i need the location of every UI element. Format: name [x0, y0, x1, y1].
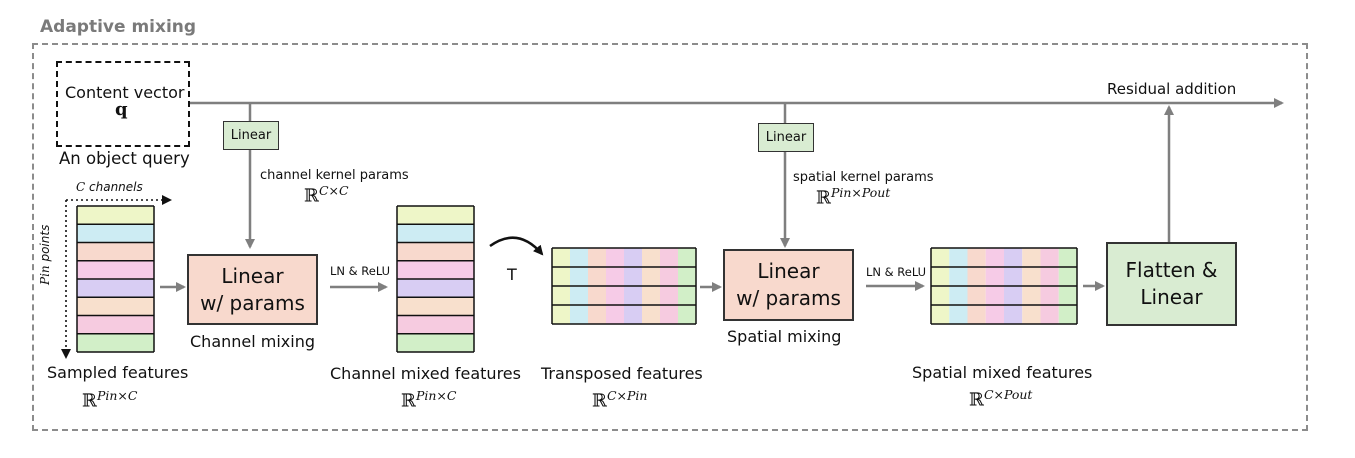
- channel-linear-params-line2: w/ params: [200, 290, 305, 315]
- channel-mixed-features-label: Channel mixed features: [330, 364, 521, 383]
- transposed-math-base: ℝ: [592, 390, 607, 412]
- channels-axis-label: C channels: [76, 180, 143, 194]
- channel-kernel-math-sup: C×C: [318, 183, 349, 198]
- spatial-kernel-math-sup: Pin×Pout: [830, 185, 891, 200]
- spatial-mixing-label: Spatial mixing: [727, 327, 842, 346]
- residual-addition-label: Residual addition: [1107, 80, 1237, 98]
- sampled-features-grid-row: [77, 206, 154, 225]
- flatten-line2: Linear: [1140, 285, 1203, 309]
- transposed-math-sup: C×Pin: [606, 388, 648, 403]
- spatial-mixed-features-label: Spatial mixed features: [912, 363, 1093, 382]
- content-vector-box: [56, 61, 190, 147]
- sampled-features-grid-row: [77, 242, 154, 261]
- transposed-features-math: ℝC×Pin: [592, 388, 647, 411]
- channel-mixed-grid-row: [397, 242, 474, 261]
- ln-relu-label-1: LN & ReLU: [330, 264, 391, 278]
- channel-linear-params-line1: Linear: [221, 263, 284, 288]
- channel-kernel-math: ℝC×C: [304, 183, 349, 206]
- spatial-linear-params-line2: w/ params: [736, 286, 841, 310]
- channel-mixed-math-sup: Pin×C: [415, 388, 457, 403]
- object-query-label: An object query: [59, 149, 190, 168]
- points-var: Pin: [38, 265, 52, 285]
- channel-mixed-grid-row: [397, 297, 474, 316]
- spatial-mixed-math-base: ℝ: [969, 389, 984, 411]
- sampled-features-math: ℝPin×C: [82, 388, 137, 411]
- spatial-linear-params-line1: Linear: [757, 259, 820, 283]
- spatial-linear-box: Linear: [758, 123, 814, 152]
- channel-linear-box: Linear: [223, 121, 279, 150]
- spatial-kernel-label: spatial kernel params: [793, 170, 934, 185]
- channels-var: C: [76, 180, 86, 194]
- points-axis-label: Pin points: [38, 225, 52, 285]
- channel-mixed-grid-row: [397, 279, 474, 298]
- channel-mixed-grid-row: [397, 224, 474, 243]
- channel-mixed-grid-row: [397, 333, 474, 352]
- flatten-linear-box: Flatten & Linear: [1106, 242, 1237, 326]
- channel-mixed-features-math: ℝPin×C: [401, 388, 456, 411]
- diagram-title: Adaptive mixing: [40, 17, 197, 37]
- channel-kernel-math-base: ℝ: [304, 185, 319, 207]
- sampled-features-grid-row: [77, 333, 154, 352]
- channel-mixed-math-base: ℝ: [401, 390, 416, 412]
- spatial-linear-label: Linear: [765, 130, 807, 145]
- channel-linear-params-box: Linear w/ params: [187, 254, 318, 325]
- spatial-mixed-features-math: ℝC×Pout: [969, 387, 1032, 410]
- channel-kernel-label: channel kernel params: [260, 168, 409, 183]
- sampled-features-grid-row: [77, 260, 154, 279]
- channel-mixed-grid-row: [397, 315, 474, 334]
- transposed-features-label: Transposed features: [541, 364, 703, 383]
- spatial-mixed-math-sup: C×Pout: [983, 387, 1033, 402]
- channel-linear-label: Linear: [230, 128, 272, 143]
- sampled-math-base: ℝ: [82, 390, 97, 412]
- sampled-features-grid-row: [77, 315, 154, 334]
- transpose-mark: T: [507, 265, 517, 284]
- spatial-linear-params-box: Linear w/ params: [723, 249, 854, 321]
- content-vector-label: Content vector: [65, 83, 185, 102]
- points-word: points: [38, 224, 52, 262]
- spatial-kernel-math-base: ℝ: [816, 187, 831, 209]
- flatten-line1: Flatten &: [1125, 258, 1218, 282]
- sampled-features-grid-row: [77, 279, 154, 298]
- spatial-kernel-math: ℝPin×Pout: [816, 185, 890, 208]
- sampled-features-label: Sampled features: [47, 363, 189, 382]
- adaptive-mixing-frame: [32, 43, 1308, 431]
- channel-mixed-grid-row: [397, 206, 474, 225]
- channel-mixing-label: Channel mixing: [190, 332, 316, 351]
- content-vector-symbol: q: [115, 99, 128, 120]
- transpose-arrow: [489, 236, 544, 256]
- sampled-features-grid-row: [77, 297, 154, 316]
- sampled-math-sup: Pin×C: [96, 388, 138, 403]
- sampled-features-grid-row: [77, 224, 154, 243]
- ln-relu-label-2: LN & ReLU: [866, 265, 927, 279]
- channels-word: channels: [89, 180, 143, 194]
- channel-mixed-grid-row: [397, 260, 474, 279]
